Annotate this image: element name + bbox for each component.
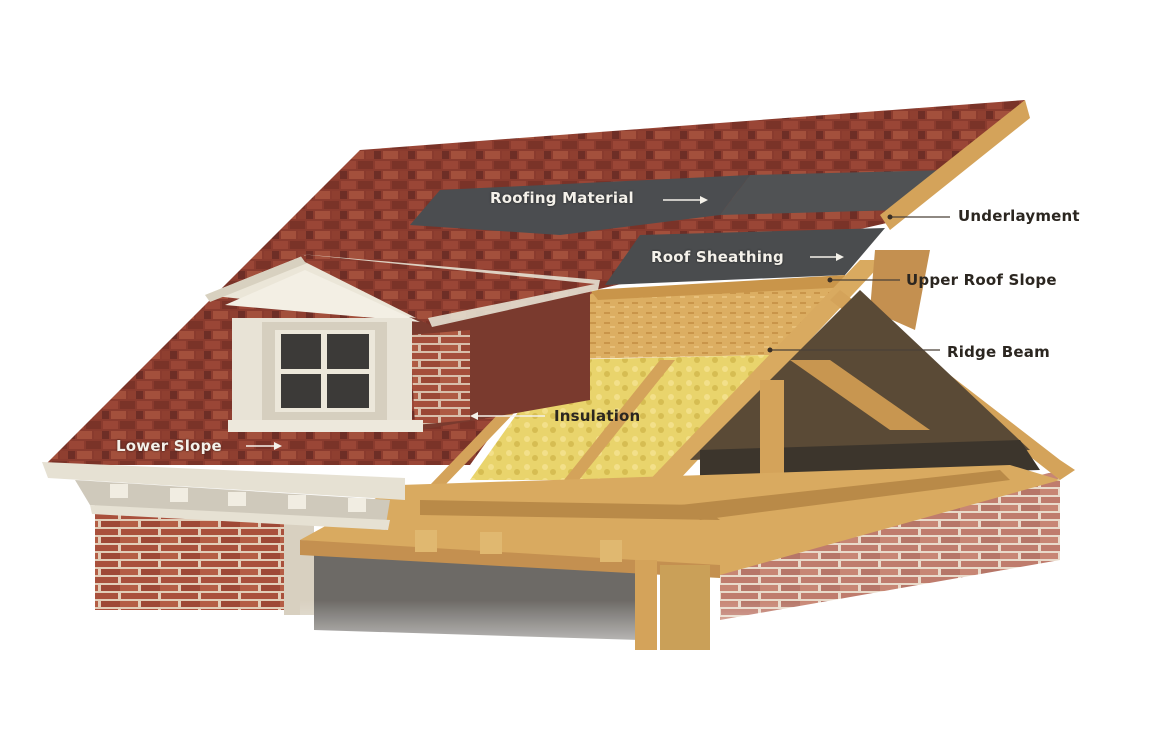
underlayment: [410, 175, 750, 235]
cornice-trim: [42, 462, 405, 500]
sheathing-dark: [605, 228, 885, 285]
sheathing-osb: [520, 285, 840, 360]
label-ridge-beam: Ridge Beam: [947, 343, 1050, 361]
label-roofing-material: Roofing Material: [490, 189, 634, 207]
label-upper-roof-slope: Upper Roof Slope: [906, 271, 1057, 289]
label-underlayment: Underlayment: [958, 207, 1080, 225]
label-lower-slope: Lower Slope: [116, 437, 222, 455]
label-roof-sheathing: Roof Sheathing: [651, 248, 784, 266]
label-insulation: Insulation: [554, 407, 641, 425]
dormer-window: [205, 254, 600, 432]
